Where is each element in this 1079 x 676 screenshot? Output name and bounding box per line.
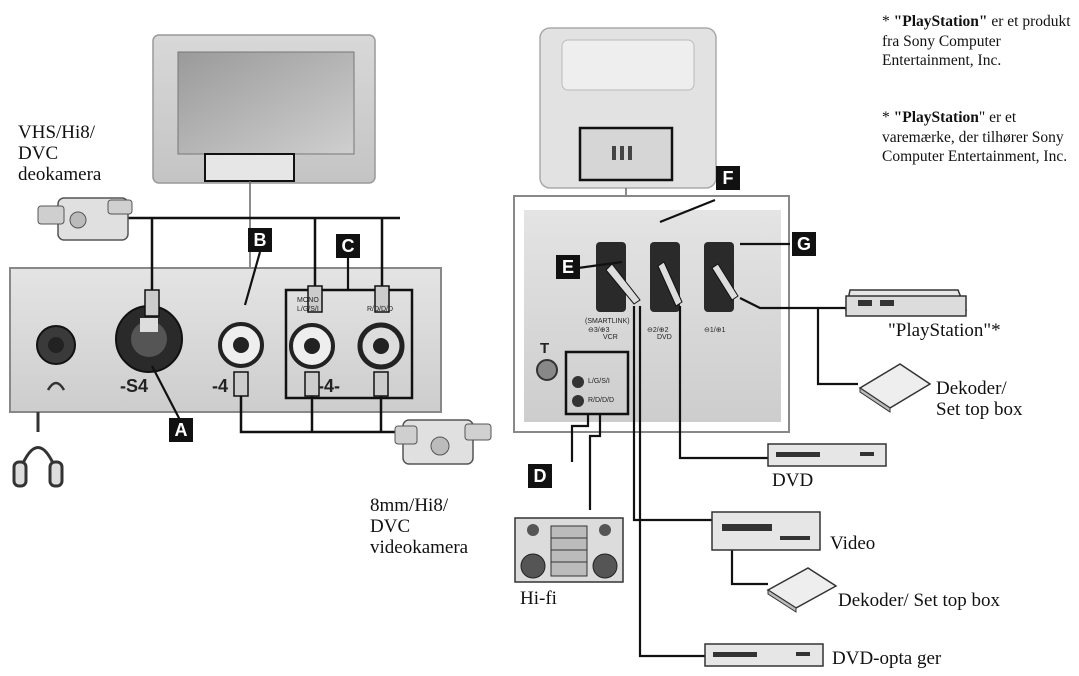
dvd-label: DVD [772,470,814,491]
antenna-label: T [540,340,550,357]
scart3-label: ⊖3/⊕3 [588,327,610,334]
badge-f: F [716,166,740,190]
camcorder-top-icon [37,197,133,241]
scart3-sub-label: (SMARTLINK) [585,318,630,325]
dvd-recorder-label: DVD-opta ger [832,648,942,669]
badge-e: E [556,255,580,279]
headphones-icon [12,412,64,488]
front-tv [152,34,376,268]
front-input-panel [9,267,442,413]
rear-tv [539,27,717,196]
decoder-top-label: Dekoder/ Set top box [936,378,1023,420]
decoder-bottom-icon [766,567,838,613]
video-label: Video [830,533,876,554]
decoder-top-icon [858,363,932,413]
scart1-label: ⊖1/⊕1 [704,327,726,334]
footnote-2-rest: " er et varemærke, der tilhører Sony Com… [882,109,1068,165]
scart-3-connector [596,242,626,312]
decoder-bottom-label: Dekoder/ Set top box [838,590,1001,611]
badge-b: B [248,228,272,252]
audio-out-right-label: R/D/D/D [588,397,615,404]
audio-out-left-label: L/G/S/I [588,378,610,385]
footnote-2: * "PlayStation" er et varemærke, der til… [882,108,1072,167]
rear-input-panel [513,195,790,433]
scart2-label: ⊖2/⊕2 [647,327,669,334]
badge-a: A [169,418,193,442]
video-jack-label: -4 [212,376,229,396]
dvd-recorder-icon [704,643,824,667]
audio-jack-label: -4- [318,376,340,396]
front-left-label: L/G/S/I [297,306,319,313]
badge-c: C [336,234,360,258]
hifi-system-icon [514,517,624,583]
rear-cables [151,198,858,658]
s-video-jack-label: -S4 [120,376,149,396]
scart3-name: VCR [603,334,618,341]
scart2-name: DVD [657,334,672,341]
camcorder-top-label: VHS/Hi8/ DVC deokamera [18,122,102,185]
playstation-console-icon [845,289,968,317]
footnote-1-rest: er et produkt fra Sony Computer Entertai… [882,13,1071,69]
playstation-label: "PlayStation"* [888,320,1001,341]
footnote-1-lead: * [882,13,894,30]
footnote-1: * "PlayStation" er et produkt fra Sony C… [882,12,1072,71]
vcr-icon [711,511,821,551]
footnote-2-brand: "PlayStation [893,109,979,126]
dvd-player-icon [767,443,887,467]
camcorder-bottom-icon [394,419,492,465]
antenna-jack [536,359,558,381]
badge-d: D [528,464,552,488]
footnote-2-lead: * [882,109,894,126]
front-right-label: R/D/D/D [367,306,394,313]
camcorder-bottom-label: 8mm/Hi8/ DVC videokamera [370,495,469,558]
hifi-label: Hi-fi [520,588,557,609]
headphone-symbol-icon [46,381,66,391]
front-cables [128,216,400,434]
footnote-1-brand: "PlayStation" [893,13,988,30]
badge-g: G [792,232,816,256]
front-mono-label: MONO [297,297,319,304]
